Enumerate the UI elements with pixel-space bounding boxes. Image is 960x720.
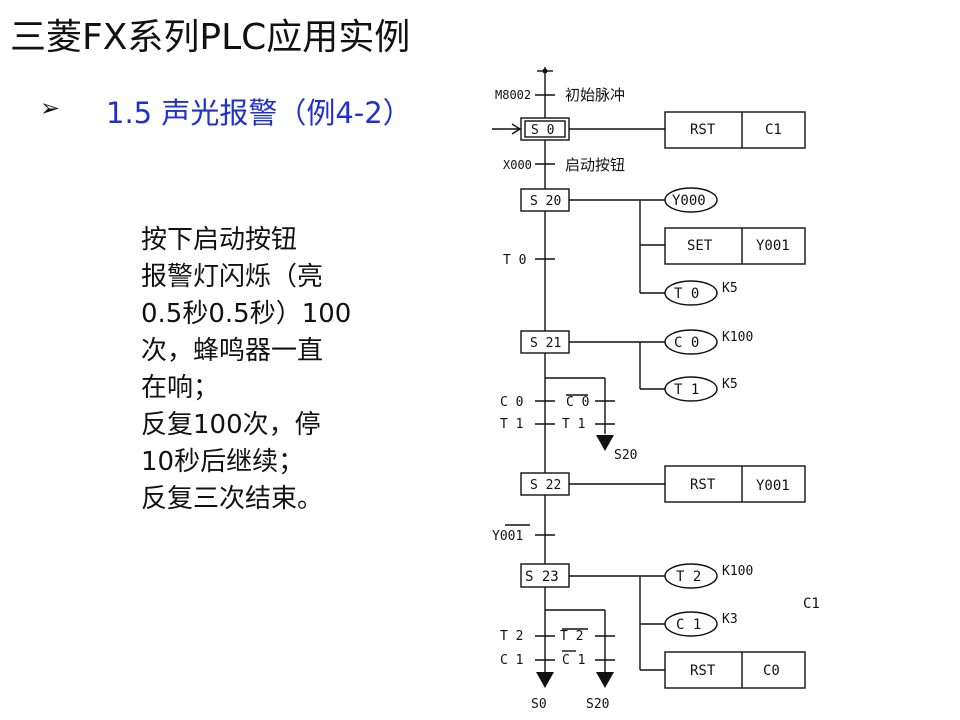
k100-label: K100 (722, 564, 753, 579)
description-line: 反复三次结束。 (141, 484, 324, 514)
set-label: SET (687, 238, 713, 254)
step-s0-label: S 0 (531, 123, 554, 138)
slide-title: 三菱FX系列PLC应用实例 (10, 17, 411, 58)
jump-s0-label: S0 (531, 697, 547, 712)
description-text: 按下启动按钮 报警灯闪烁（亮 0.5秒0.5秒）100 次，蜂鸣器一直 在响； … (141, 222, 376, 518)
description-line: 在响； (141, 373, 220, 403)
step-s21-label: S 21 (530, 336, 561, 351)
step-s22-label: S 22 (530, 478, 561, 493)
jump-s20-label-b: S20 (586, 697, 609, 712)
rst-label: RST (690, 477, 716, 493)
k5-label: K5 (722, 377, 738, 392)
c0-transition: C 0 (500, 395, 523, 410)
step-s20-label: S 20 (530, 194, 561, 209)
step-s23-label: S 23 (525, 569, 559, 585)
y001-set-label: Y001 (756, 238, 790, 254)
t2-transition: T 2 (500, 629, 523, 644)
k3-label: K3 (722, 612, 738, 627)
x000-label: X000 (503, 158, 532, 172)
t0-coil: T 0 (674, 286, 699, 302)
c1-transition: C 1 (500, 653, 523, 668)
t1-transition: T 1 (500, 417, 523, 432)
c0-not-transition: C 0 (566, 395, 589, 410)
c1-not-transition: C 1 (562, 653, 585, 668)
t0-transition: T 0 (503, 253, 526, 268)
x000-note: 启动按钮 (565, 156, 625, 174)
arrow-bullet-icon: ➢ (40, 94, 61, 122)
sfc-diagram: M8002 初始脉冲 S 0 RST C1 X000 启动按钮 S 20 Y00… (492, 67, 820, 712)
description-line: 按下启动按钮 (141, 225, 298, 255)
jump-arrow-s0 (536, 672, 554, 688)
k100-label: K100 (722, 330, 753, 345)
t1-coil: T 1 (674, 382, 699, 398)
t2-coil: T 2 (676, 569, 701, 585)
c1-side-label: C1 (803, 596, 820, 612)
c0-reset-label: C0 (763, 663, 780, 679)
description-line: 反复100次，停 (141, 410, 321, 440)
rst-label: RST (690, 122, 716, 138)
y001-not-transition: Y001 (492, 529, 523, 544)
jump-arrow-s20-b (596, 672, 614, 688)
c1-reset-label: C1 (765, 122, 782, 138)
rst-label: RST (690, 663, 716, 679)
m8002-label: M8002 (495, 88, 531, 102)
t2-not-transition: T 2 (560, 629, 583, 644)
section-heading: 1.5 声光报警（例4-2） (106, 96, 412, 130)
description-line: 0.5秒0.5秒）100 (141, 299, 352, 329)
c0-coil: C 0 (674, 335, 699, 351)
jump-s20-label: S20 (614, 448, 637, 463)
t1-transition-b: T 1 (562, 417, 585, 432)
k5-label: K5 (722, 281, 738, 296)
description-line: 报警灯闪烁（亮 (141, 262, 324, 292)
y001-reset-label: Y001 (756, 478, 790, 494)
description-line: 10秒后继续； (141, 447, 305, 477)
description-line: 次，蜂鸣器一直 (141, 336, 324, 366)
y000-coil: Y000 (672, 193, 706, 209)
m8002-note: 初始脉冲 (565, 86, 625, 104)
jump-arrow-s20 (596, 435, 614, 451)
step-s0-inner (524, 120, 566, 138)
c1-coil: C 1 (676, 617, 701, 633)
